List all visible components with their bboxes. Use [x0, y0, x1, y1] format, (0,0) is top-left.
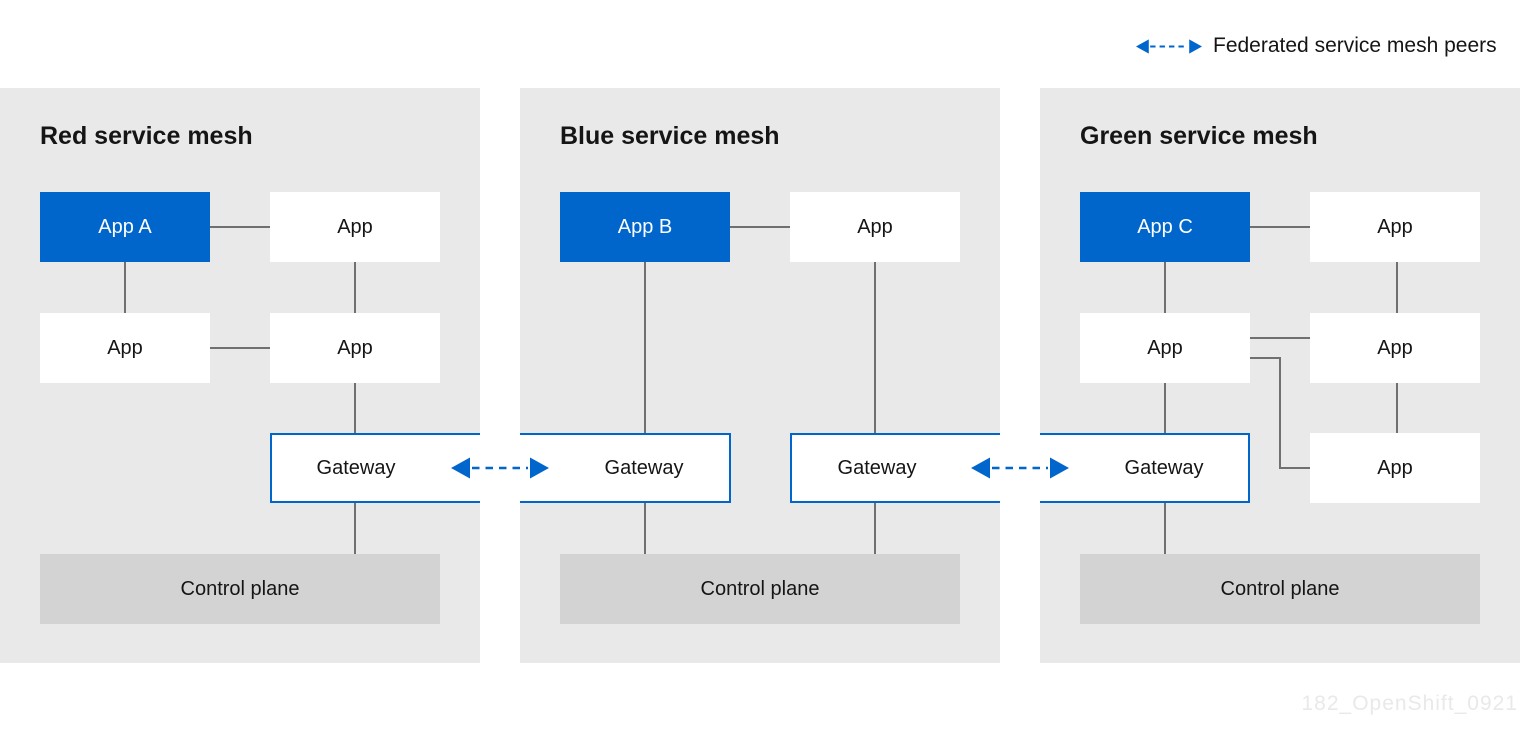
gateway-label: Gateway — [604, 456, 684, 479]
node-app: App — [1080, 313, 1250, 383]
node-app-a: App A — [40, 192, 210, 262]
federated-peers-arrow-icon — [451, 457, 549, 479]
connector-line — [1164, 503, 1166, 554]
connector-line — [1164, 262, 1166, 313]
gateway-box-blue-right: Gateway — [790, 433, 1000, 503]
legend-label: Federated service mesh peers — [1213, 34, 1497, 57]
connector-line — [210, 226, 270, 228]
connector-line — [1250, 337, 1310, 339]
mesh-title-red: Red service mesh — [40, 122, 253, 150]
connector-line — [1396, 383, 1398, 433]
node-app-c: App C — [1080, 192, 1250, 262]
connector-line — [354, 262, 356, 313]
connector-line — [644, 262, 646, 433]
node-app-b: App B — [560, 192, 730, 262]
connector-line — [1250, 226, 1310, 228]
federated-peers-arrow-icon — [1136, 38, 1202, 54]
connector-line — [1250, 357, 1281, 359]
connector-line — [1279, 357, 1281, 469]
connector-line — [874, 262, 876, 433]
gateway-box-red: Gateway — [270, 433, 480, 503]
node-app: App — [270, 192, 440, 262]
connector-line — [1164, 383, 1166, 433]
gateway-box-green: Gateway — [1040, 433, 1250, 503]
mesh-title-green: Green service mesh — [1080, 122, 1318, 150]
connector-line — [354, 503, 356, 554]
connector-line — [644, 503, 646, 554]
node-app: App — [270, 313, 440, 383]
federated-peers-arrow-icon — [971, 457, 1069, 479]
gateway-box-blue-left: Gateway — [520, 433, 731, 503]
connector-line — [1396, 262, 1398, 313]
node-app: App — [1310, 433, 1480, 503]
node-app: App — [1310, 192, 1480, 262]
connector-line — [730, 226, 790, 228]
mesh-title-blue: Blue service mesh — [560, 122, 780, 150]
control-plane-red: Control plane — [40, 554, 440, 624]
node-app: App — [1310, 313, 1480, 383]
control-plane-green: Control plane — [1080, 554, 1480, 624]
node-app: App — [790, 192, 960, 262]
watermark-text: 182_OpenShift_0921 — [1301, 692, 1518, 715]
connector-line — [210, 347, 270, 349]
connector-line — [874, 503, 876, 554]
connector-line — [354, 383, 356, 433]
gateway-label: Gateway — [1124, 456, 1204, 479]
legend: Federated service mesh peers — [1136, 34, 1497, 58]
node-app: App — [40, 313, 210, 383]
gateway-label: Gateway — [316, 456, 396, 479]
connector-line — [124, 262, 126, 313]
control-plane-blue: Control plane — [560, 554, 960, 624]
gateway-label: Gateway — [837, 456, 917, 479]
connector-line — [1279, 467, 1310, 469]
